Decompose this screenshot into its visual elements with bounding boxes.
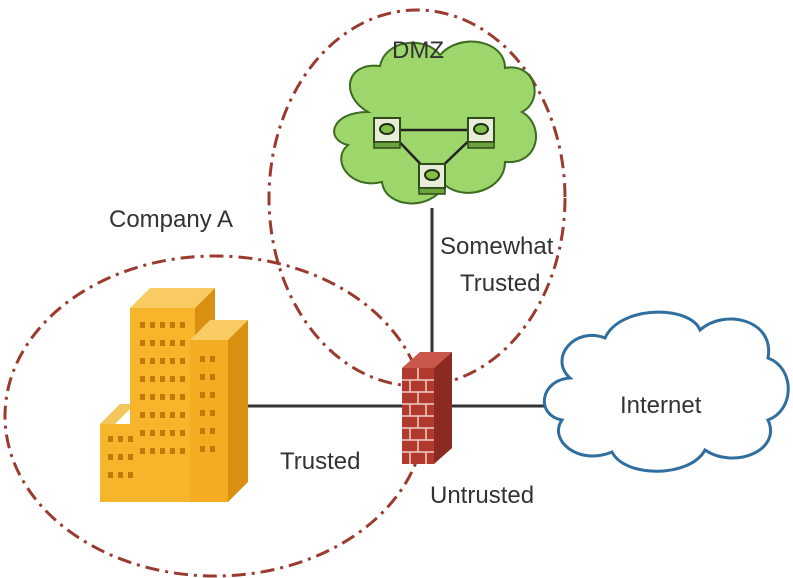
server-icon — [373, 117, 401, 149]
server-icon — [418, 163, 446, 195]
company-label: Company A — [109, 206, 233, 233]
untrusted-label: Untrusted — [430, 482, 534, 509]
internet-label: Internet — [620, 392, 702, 419]
dmz-label: DMZ — [392, 37, 444, 64]
somewhat-trusted-label-line2: Trusted — [460, 270, 540, 297]
internet-cloud-icon — [543, 310, 790, 473]
trusted-label: Trusted — [280, 448, 360, 475]
dmz-cloud-icon — [333, 40, 537, 205]
office-building-icon — [100, 288, 248, 502]
connection-lines — [245, 208, 548, 408]
somewhat-trusted-label-line1: Somewhat — [440, 233, 554, 260]
firewall-icon — [402, 352, 452, 464]
server-icon — [467, 117, 495, 149]
